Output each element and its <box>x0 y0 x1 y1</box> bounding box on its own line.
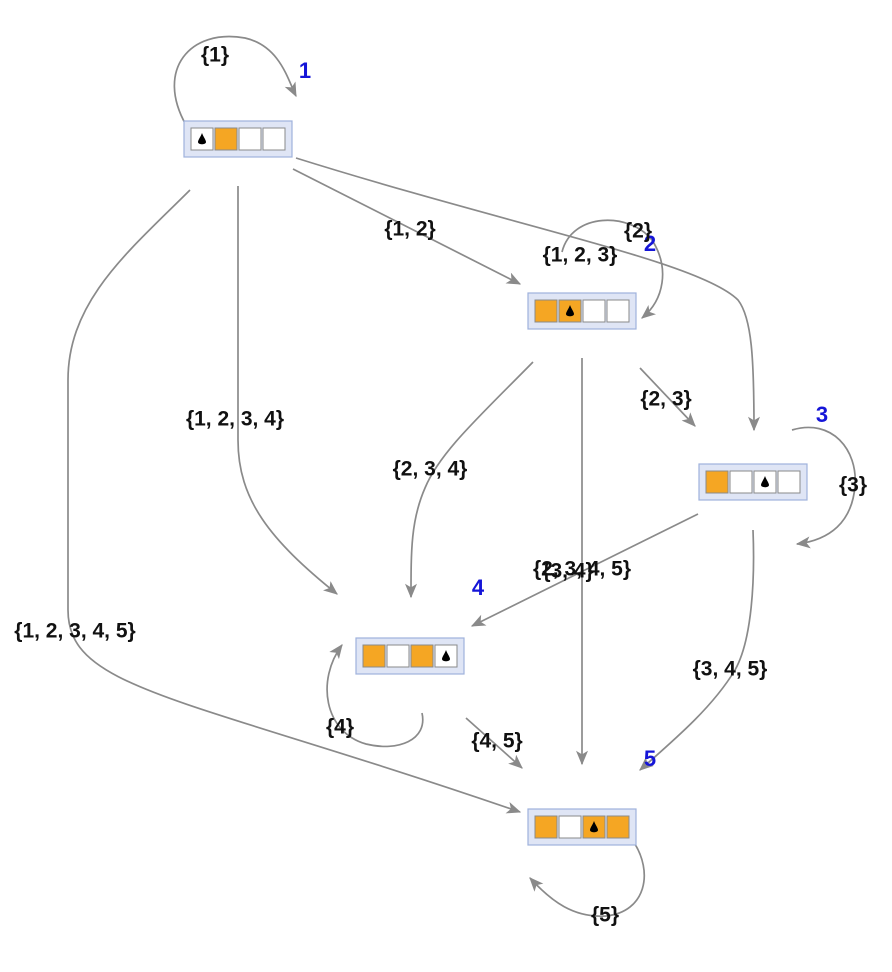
edge-label-2-5: {2, 3, 4, 5} <box>533 558 631 581</box>
tape-cell-empty <box>729 470 753 494</box>
edge-1-5 <box>67 189 522 814</box>
edge-1-4 <box>237 186 338 595</box>
edge-label-4-4: {4} <box>326 716 354 739</box>
edge-label-1-1: {1} <box>201 44 229 67</box>
edge-label-1-5: {1, 2, 3, 4, 5} <box>14 620 135 643</box>
node-label-3: 3 <box>816 402 828 427</box>
tape-cell-empty <box>558 815 582 839</box>
head-marker-icon <box>442 650 450 662</box>
edge-1-1 <box>173 35 297 126</box>
tape-cell-filled <box>606 815 630 839</box>
edge-1-3 <box>295 157 760 432</box>
edge-2-2 <box>561 219 664 319</box>
edge-label-5-5: {5} <box>591 904 619 927</box>
tape-cell-filled <box>534 815 558 839</box>
edge-2-4 <box>405 361 534 599</box>
edge-4-5 <box>465 717 523 769</box>
head-marker-icon <box>566 305 574 317</box>
head-marker-icon <box>198 133 206 145</box>
edge-label-3-3: {3} <box>839 474 867 497</box>
tape-cell-filled <box>410 644 434 668</box>
node-label-5: 5 <box>644 746 656 771</box>
tape-cell-empty <box>582 299 606 323</box>
state-node-3 <box>698 463 808 501</box>
edge-3-5 <box>639 529 755 771</box>
edge-label-2-3: {2, 3} <box>640 388 691 411</box>
edge-4-4 <box>326 644 424 748</box>
node-label-1: 1 <box>299 58 311 83</box>
edge-3-3 <box>791 426 856 549</box>
tape-cell-empty <box>238 127 262 151</box>
edge-label-3-4: {3, 4} <box>542 560 593 583</box>
head-marker-icon <box>590 821 598 833</box>
tape-cell-filled <box>534 299 558 323</box>
edge-label-3-5: {3, 4, 5} <box>693 658 768 681</box>
tape-cell-filled <box>362 644 386 668</box>
edge-label-1-4: {1, 2, 3, 4} <box>186 408 284 431</box>
tape-cell-empty <box>262 127 286 151</box>
node-label-2: 2 <box>644 231 656 256</box>
state-node-5 <box>527 808 637 846</box>
edge-5-5 <box>529 840 646 917</box>
edge-2-3 <box>639 367 696 427</box>
head-marker-icon <box>761 476 769 488</box>
tape-cell-filled <box>214 127 238 151</box>
state-node-4 <box>355 637 465 675</box>
state-node-1 <box>183 120 293 158</box>
tape-cell-empty <box>386 644 410 668</box>
edge-label-2-4: {2, 3, 4} <box>393 458 468 481</box>
state-node-2 <box>527 292 637 330</box>
edge-3-4 <box>470 513 699 627</box>
edge-label-1-3: {1, 2, 3} <box>543 244 618 267</box>
edge-label-1-2: {1, 2} <box>384 218 435 241</box>
tape-cell-empty <box>606 299 630 323</box>
tape-cell-filled <box>705 470 729 494</box>
node-label-4: 4 <box>472 575 485 600</box>
edge-label-2-2: {2} <box>624 220 652 243</box>
edge-1-2 <box>292 168 522 285</box>
tape-cell-empty <box>777 470 801 494</box>
edge-label-4-5: {4, 5} <box>471 730 522 753</box>
